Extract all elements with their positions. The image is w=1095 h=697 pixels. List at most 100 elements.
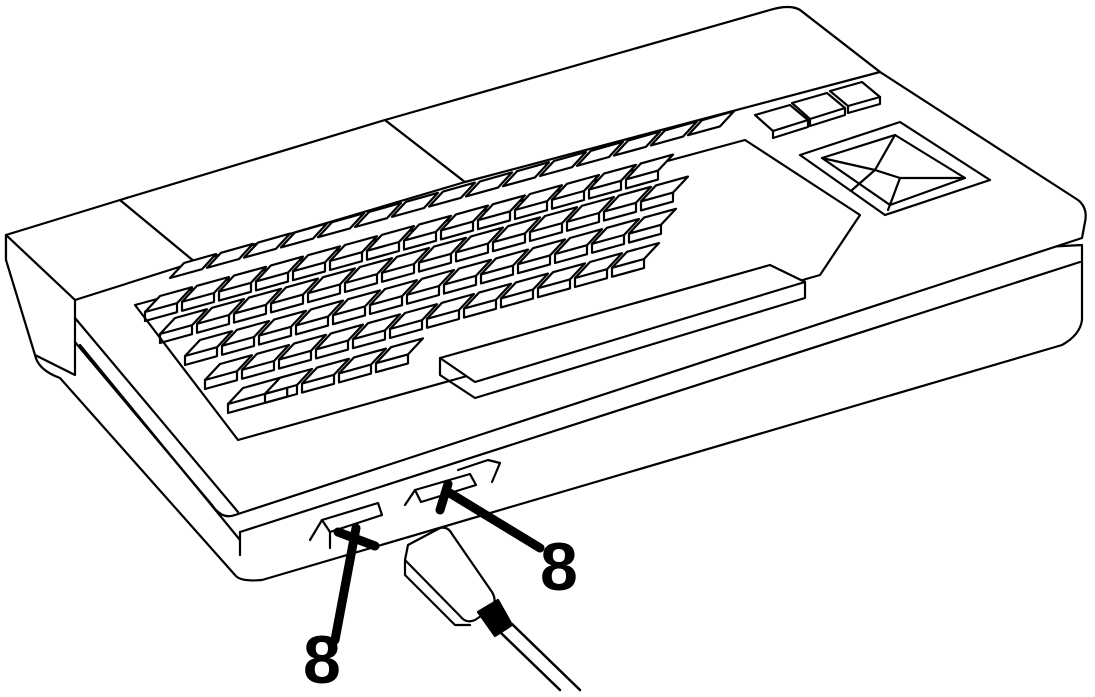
keycap	[240, 343, 291, 371]
keycap	[300, 357, 351, 385]
keycap	[442, 258, 493, 286]
keycap	[337, 347, 388, 375]
callout-arrowhead-left	[333, 527, 380, 551]
keycap-front	[314, 339, 350, 360]
keycap	[590, 217, 641, 245]
keycap	[536, 262, 587, 290]
keycap-front	[368, 295, 404, 316]
left-port	[320, 501, 384, 534]
keycap	[254, 255, 305, 283]
keycap-front	[203, 370, 239, 391]
keycap-front	[331, 305, 367, 326]
keycap	[476, 194, 527, 222]
keycap	[610, 241, 661, 269]
keycap-front	[425, 308, 461, 329]
keycap	[462, 282, 513, 310]
keycap	[328, 235, 379, 263]
keycap	[649, 120, 699, 147]
keycap-front	[516, 254, 552, 275]
keycap-front	[476, 210, 512, 231]
keycap	[627, 207, 678, 235]
keycap-front	[639, 191, 675, 212]
keycap	[279, 222, 329, 249]
keycap-front	[590, 233, 626, 254]
keycap	[501, 161, 551, 188]
keycap	[343, 257, 394, 285]
keycap-front	[536, 278, 572, 299]
keycap	[168, 252, 218, 280]
keycap	[217, 265, 268, 293]
keycap	[180, 275, 231, 303]
keycap	[257, 309, 308, 337]
keycap-front	[257, 325, 293, 346]
keycap	[220, 319, 271, 347]
keycap-front	[499, 288, 535, 309]
keycap	[550, 173, 601, 201]
keycap	[439, 204, 490, 232]
keycap	[195, 297, 246, 325]
keycap	[624, 153, 675, 181]
left-end-block	[4, 233, 77, 377]
keycap	[565, 195, 616, 223]
right-port-housing	[403, 458, 502, 507]
keycap-front	[343, 273, 379, 294]
keycap-front	[587, 179, 623, 200]
keycap	[294, 299, 345, 327]
keycap	[516, 238, 567, 266]
keycap-front	[374, 353, 410, 374]
keycap-front	[380, 262, 416, 283]
keycap	[277, 333, 328, 361]
cursor-pad-diagonals	[820, 133, 967, 212]
cable-plug	[403, 526, 582, 692]
keycap-front	[195, 313, 231, 334]
key-grid	[143, 110, 736, 415]
keycap-front	[306, 283, 342, 304]
keycap	[573, 252, 624, 280]
keycap-front	[365, 240, 401, 261]
cursor-pad	[798, 120, 992, 217]
keycap-front	[277, 349, 313, 370]
keycap	[353, 201, 403, 229]
keycap	[203, 354, 254, 382]
keycap-front	[565, 211, 601, 232]
keycap-front	[491, 232, 527, 253]
keycap	[528, 206, 579, 234]
callout-label-right: 8	[540, 529, 578, 605]
keycap-front	[263, 383, 299, 404]
keycap-front	[180, 291, 216, 312]
keycap-front	[454, 242, 490, 263]
left-port-housing	[308, 518, 332, 550]
keycap-front	[300, 373, 336, 394]
front-edge	[73, 260, 1082, 557]
keycap	[158, 308, 209, 336]
keycap-front	[417, 252, 453, 273]
keycap-front	[553, 244, 589, 265]
keycap	[491, 216, 542, 244]
keycap	[479, 248, 530, 276]
keycap	[143, 286, 194, 314]
keycap	[639, 175, 690, 203]
keycap	[365, 224, 416, 252]
keycap	[263, 367, 314, 395]
keycap	[612, 130, 662, 157]
keycap	[306, 267, 357, 295]
keycap	[388, 303, 439, 331]
keycap-front	[528, 222, 564, 243]
keycap-front	[442, 274, 478, 295]
callout-arrow-left	[330, 523, 361, 645]
keycap	[454, 226, 505, 254]
callout-label-left: 8	[303, 622, 341, 692]
keycap	[575, 140, 625, 167]
keycap-front	[479, 264, 515, 285]
keycap	[602, 185, 653, 213]
keycap-front	[226, 386, 289, 415]
keycap	[183, 330, 234, 358]
keycap-front	[254, 271, 290, 292]
keycap-front	[513, 200, 549, 221]
keycap-front	[143, 302, 179, 323]
keycap	[513, 184, 564, 212]
keycap	[351, 313, 402, 341]
keycap	[427, 181, 477, 208]
